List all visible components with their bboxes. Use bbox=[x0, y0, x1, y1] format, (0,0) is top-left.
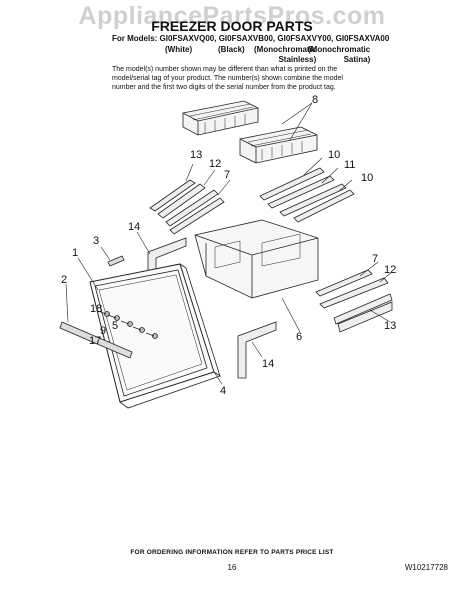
leader-1 bbox=[77, 257, 99, 291]
callout-7-upper: 7 bbox=[224, 169, 230, 181]
freezer-door bbox=[89, 263, 221, 409]
lower-right-rail-set bbox=[315, 269, 393, 333]
leader-3 bbox=[100, 246, 111, 261]
callout-3: 3 bbox=[93, 235, 99, 247]
callout-10-lower: 10 bbox=[361, 172, 373, 184]
callout-13-lower: 13 bbox=[384, 320, 396, 332]
leader-2 bbox=[65, 283, 69, 323]
callout-1: 1 bbox=[72, 247, 78, 259]
lower-door-bracket bbox=[237, 321, 277, 379]
document-number: W10217728 bbox=[404, 563, 448, 572]
page-title: FREEZER DOOR PARTS bbox=[151, 18, 313, 34]
variant-mono-satina-line2: Satina) bbox=[343, 55, 371, 64]
callout-9: 9 bbox=[100, 325, 106, 337]
callout-8: 8 bbox=[312, 94, 318, 106]
leader-4 bbox=[213, 371, 223, 385]
leader-8 bbox=[281, 102, 313, 141]
left-rail-set bbox=[149, 179, 225, 235]
right-rail-set bbox=[259, 167, 355, 223]
callout-17: 17 bbox=[89, 335, 101, 347]
variant-black: (Black) bbox=[218, 45, 245, 54]
leader-6 bbox=[281, 297, 301, 333]
callout-6: 6 bbox=[296, 331, 302, 343]
variant-mono-satina: (Monochromatic Satina) bbox=[308, 45, 370, 65]
upper-basket-left bbox=[182, 100, 259, 136]
variant-white: (White) bbox=[165, 45, 193, 54]
leaders-left-rails bbox=[185, 163, 231, 196]
callout-18: 18 bbox=[90, 303, 102, 315]
door-handle bbox=[59, 321, 133, 359]
upper-basket-right bbox=[239, 126, 318, 164]
callout-12-lower: 12 bbox=[384, 264, 396, 276]
callout-14-upper: 14 bbox=[128, 221, 140, 233]
watermark: AppliancePartsPros.com bbox=[78, 2, 386, 30]
callout-4: 4 bbox=[220, 385, 226, 397]
leaders-right-rails bbox=[303, 157, 353, 193]
callout-14-lower: 14 bbox=[262, 358, 274, 370]
leaders-lower-rails bbox=[359, 261, 393, 323]
variant-mono-stainless-line1: (Monochromatic bbox=[254, 45, 317, 54]
door-clip bbox=[107, 255, 125, 267]
variant-mono-stainless-line2: Stainless) bbox=[278, 55, 317, 64]
model-note: The model(s) number shown may be differe… bbox=[112, 66, 343, 91]
lower-freezer-bin bbox=[194, 219, 319, 299]
callout-7-lower: 7 bbox=[372, 253, 378, 265]
variant-mono-satina-line1: (Monochromatic bbox=[308, 45, 371, 54]
leader-14b bbox=[251, 341, 263, 358]
handle-screws bbox=[97, 310, 158, 339]
callout-10-upper: 10 bbox=[328, 149, 340, 161]
callout-13-upper: 13 bbox=[190, 149, 202, 161]
variant-mono-stainless: (Monochromatic Stainless) bbox=[254, 45, 316, 65]
ordering-info-footer: FOR ORDERING INFORMATION REFER TO PARTS … bbox=[130, 549, 334, 556]
callout-11: 11 bbox=[344, 159, 355, 171]
callout-5: 5 bbox=[112, 320, 118, 332]
model-list: For Models: GI0FSAXVQ00, GI0FSAXVB00, GI… bbox=[112, 34, 390, 43]
callout-12-upper: 12 bbox=[209, 158, 221, 170]
callout-2: 2 bbox=[61, 274, 67, 286]
page-number: 16 bbox=[227, 563, 237, 572]
leader-14a bbox=[136, 231, 151, 255]
